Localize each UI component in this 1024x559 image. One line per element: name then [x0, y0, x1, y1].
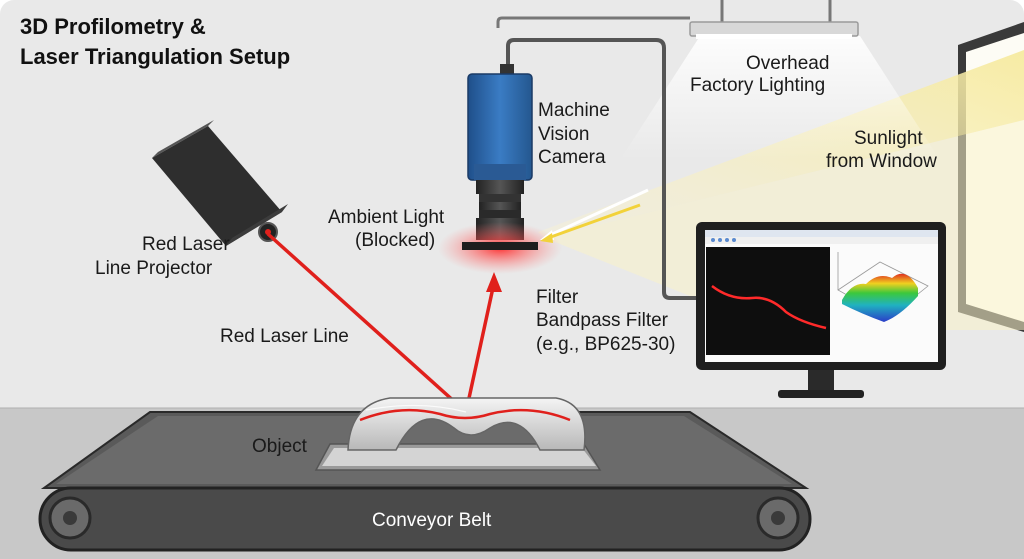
laser-reflected-beam — [464, 282, 496, 413]
sunlight-label-2: from Window — [826, 151, 937, 172]
ambient-arrow-lamp — [547, 188, 649, 238]
object-part — [314, 397, 602, 471]
ambient-label-2: (Blocked) — [355, 230, 435, 251]
ambient-arrow-sun — [547, 203, 641, 240]
camera-label-1: Machine — [538, 100, 610, 121]
filter-label-1: Filter — [536, 287, 579, 308]
laser-projector-icon — [152, 120, 288, 246]
filter-label-3: (e.g., BP625-30) — [536, 334, 675, 355]
overhead-lamp-icon — [689, 0, 859, 39]
overhead-label-2: Factory Lighting — [690, 75, 825, 96]
sunlight-label-1: Sunlight — [854, 128, 923, 149]
title-line-1: 3D Profilometry & — [20, 14, 206, 39]
conveyor-label: Conveyor Belt — [372, 510, 492, 531]
ambient-label-1: Ambient Light — [328, 207, 445, 228]
title-line-2: Laser Triangulation Setup — [20, 44, 290, 69]
bandpass-filter — [462, 242, 538, 250]
laser-incident-beam — [266, 232, 468, 414]
filter-label-2: Bandpass Filter — [536, 310, 669, 331]
monitor-icon — [696, 222, 946, 398]
overhead-label-1: Overhead — [746, 53, 829, 74]
laser-line-label: Red Laser Line — [220, 326, 349, 347]
camera-cable — [506, 38, 706, 300]
camera-label-3: Camera — [538, 147, 606, 168]
camera-label-2: Vision — [538, 124, 589, 145]
projector-label-1: Red Laser — [142, 234, 230, 255]
3d-surface-plot — [837, 252, 929, 322]
object-label: Object — [252, 436, 308, 457]
projector-label-2: Line Projector — [95, 258, 213, 279]
lamp-light-cone — [620, 36, 940, 160]
machine-vision-camera-icon — [467, 64, 533, 240]
